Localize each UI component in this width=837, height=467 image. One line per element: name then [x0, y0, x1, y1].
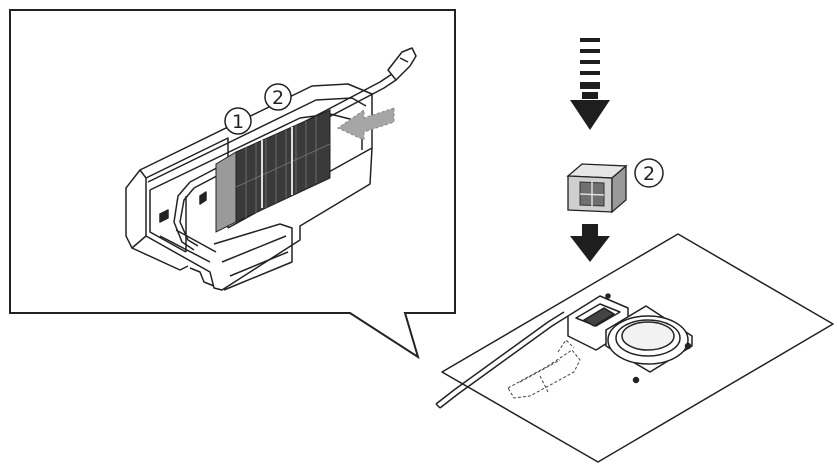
detail-filter-block: [215, 109, 331, 233]
detail-callout-1-label: 1: [232, 111, 244, 133]
filter-housing-detail: [125, 47, 417, 291]
down-arrow-icon: [570, 38, 610, 130]
detail-callout-2: 2: [264, 83, 292, 111]
detail-callout-1: 1: [224, 107, 252, 135]
mounting-panel: [435, 233, 834, 463]
filter-callout-2: 2: [634, 158, 664, 188]
down-arrow-icon: [570, 224, 610, 262]
insert-arrow-icon: [336, 107, 395, 141]
detail-callout-2-label: 2: [272, 87, 284, 109]
filter-cartridge-icon: [566, 163, 628, 214]
filter-callout-2-label: 2: [643, 163, 655, 185]
hidden-housing-outline: [507, 339, 581, 399]
